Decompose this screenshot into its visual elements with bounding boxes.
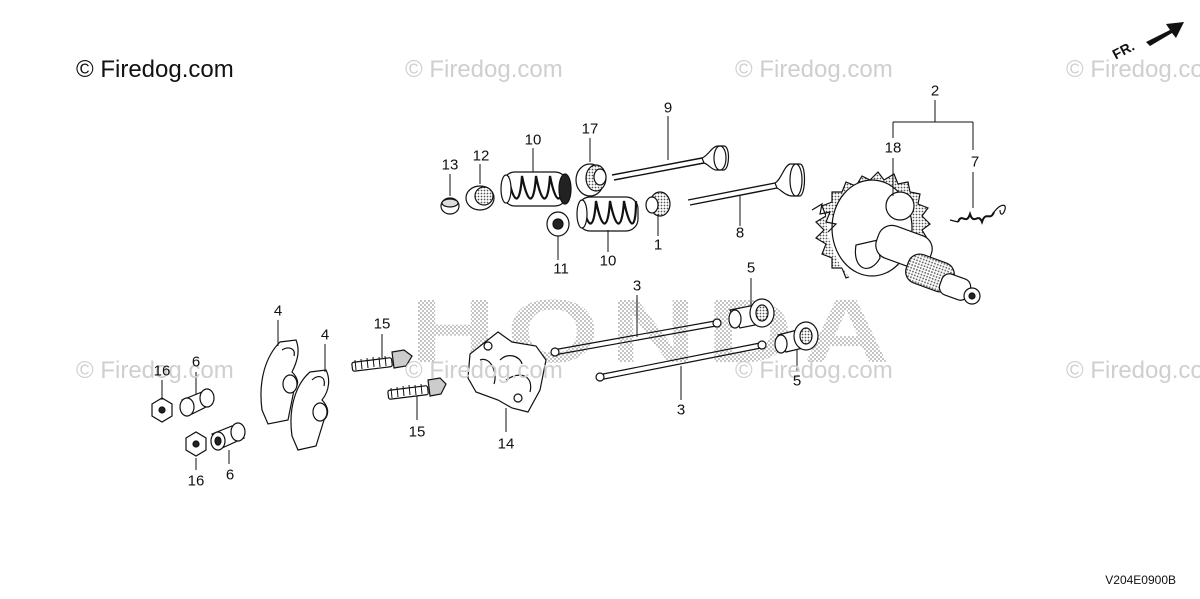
faint-watermark: © Firedog.com (1066, 357, 1200, 384)
callout-4[interactable]: 4 (273, 302, 283, 320)
rocker-arm-4-right (290, 369, 330, 451)
callout-12[interactable]: 12 (472, 147, 490, 165)
faint-watermark: © Firedog.com (735, 56, 893, 83)
camshaft-2 (854, 191, 981, 305)
callout-16[interactable]: 16 (153, 362, 171, 380)
callout-16[interactable]: 16 (187, 472, 205, 490)
callout-15[interactable]: 15 (373, 315, 391, 333)
rocker-arm-pivot-bolt-15-lower (387, 377, 447, 400)
callout-14[interactable]: 14 (497, 435, 515, 453)
faint-watermark: © Firedog.com (76, 357, 234, 384)
callout-9[interactable]: 9 (663, 99, 673, 117)
faint-watermark: © Firedog.com (1066, 56, 1200, 83)
leader-lines (161, 100, 974, 470)
callout-6[interactable]: 6 (225, 466, 235, 484)
valve-stem-seal-1 (645, 191, 671, 217)
tappet-5-lower (774, 321, 819, 354)
callout-3[interactable]: 3 (632, 277, 642, 295)
copyright-watermark: © Firedog.com (76, 56, 234, 83)
callout-15[interactable]: 15 (408, 423, 426, 441)
rocker-arm-pivot-bolt-15-upper (351, 349, 413, 372)
callout-1[interactable]: 1 (653, 236, 663, 254)
callout-17[interactable]: 17 (581, 120, 599, 138)
rocker-pivot-6-lower (210, 422, 246, 451)
callout-4[interactable]: 4 (320, 326, 330, 344)
valve-cotter-13 (440, 197, 460, 215)
rocker-pivot-6-upper (179, 388, 215, 417)
valve-spring-10-upper (500, 171, 572, 207)
callout-6[interactable]: 6 (191, 353, 201, 371)
callout-5[interactable]: 5 (746, 259, 756, 277)
faint-watermark: © Firedog.com (735, 357, 893, 384)
push-rod-3-lower (595, 340, 767, 382)
callout-13[interactable]: 13 (441, 156, 459, 174)
front-direction-arrow (1146, 22, 1184, 46)
decompressor-spring-7 (949, 204, 1006, 225)
push-rod-guide-plate-14 (467, 331, 547, 413)
tappet-5-upper (728, 298, 775, 329)
callout-5[interactable]: 5 (792, 372, 802, 390)
callout-10[interactable]: 10 (599, 252, 617, 270)
valve-rotator-17 (575, 163, 607, 197)
callout-2[interactable]: 2 (930, 82, 940, 100)
valve-9 (611, 145, 730, 181)
callout-18[interactable]: 18 (884, 139, 902, 157)
diagram-code: V204E0900B (1105, 573, 1176, 587)
rocker-arm-4-left (260, 339, 299, 425)
callout-8[interactable]: 8 (735, 224, 745, 242)
callout-11[interactable]: 11 (553, 260, 569, 278)
push-rod-3-upper (550, 318, 722, 357)
valve-spring-10-lower (576, 196, 639, 232)
nut-16-upper (151, 397, 173, 423)
valve-retainer-11 (546, 211, 570, 237)
callout-10[interactable]: 10 (524, 131, 542, 149)
nut-16-lower (185, 431, 207, 457)
faint-watermark: © Firedog.com (405, 56, 563, 83)
callout-3[interactable]: 3 (676, 401, 686, 419)
callout-7[interactable]: 7 (970, 153, 980, 171)
valve-retainer-12 (465, 185, 495, 211)
valve-8 (687, 163, 806, 206)
faint-watermark: © Firedog.com (405, 357, 563, 384)
